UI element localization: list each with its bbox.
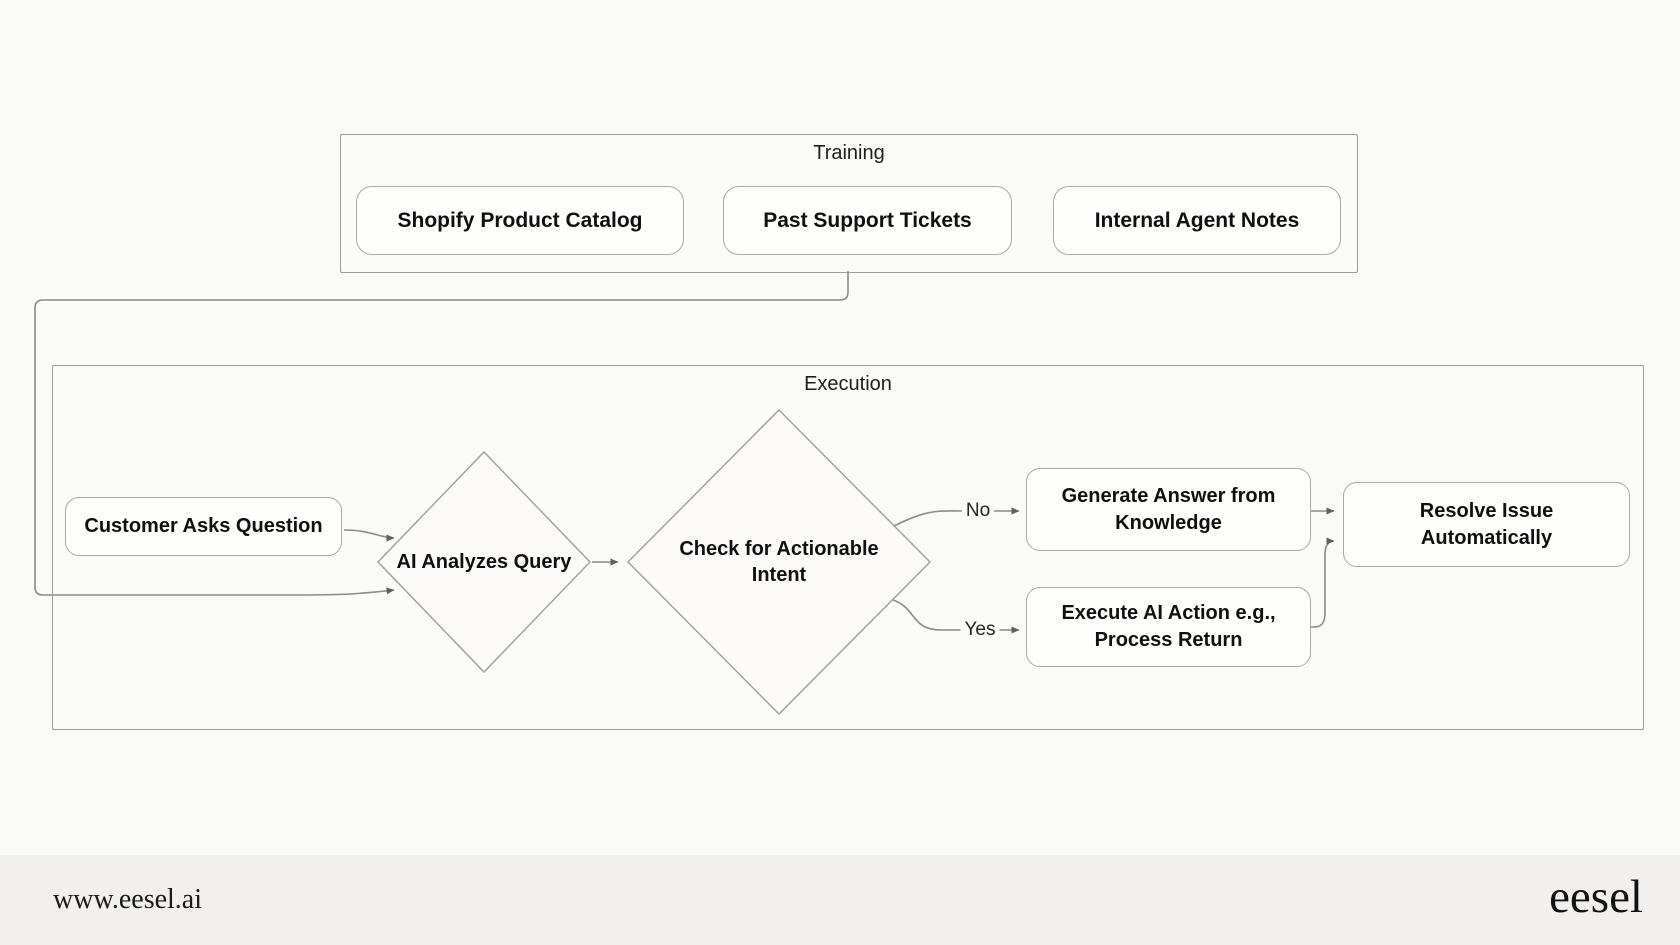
node-label: Customer Asks Question xyxy=(84,515,323,537)
analyze-diamond-label: AI Analyzes Query xyxy=(384,548,584,576)
edge-label-yes: Yes xyxy=(960,619,1000,641)
check-diamond-label: Check for Actionable Intent xyxy=(669,534,889,590)
node-label: Check for Actionable Intent xyxy=(679,538,879,586)
node-label: AI Analyzes Query xyxy=(396,551,572,573)
edge-customer-to-analyze xyxy=(343,529,395,542)
node-generate-answer: Generate Answer from Knowledge xyxy=(1026,468,1311,551)
analyze-diamond-shape xyxy=(376,450,592,674)
node-past-support-tickets: Past Support Tickets xyxy=(723,186,1012,255)
node-label: Internal Agent Notes xyxy=(1094,209,1300,232)
check-diamond-shape xyxy=(626,408,932,716)
training-container: Training xyxy=(340,134,1358,273)
edge-label-no: No xyxy=(961,500,995,522)
node-customer-asks-question: Customer Asks Question xyxy=(65,497,342,556)
node-label: Resolve Issue Automatically xyxy=(1419,499,1554,549)
edge-execute-to-resolve xyxy=(1311,537,1335,628)
footer-bar: www.eesel.ai eesel xyxy=(0,855,1680,945)
execution-container: Execution xyxy=(52,365,1644,730)
node-internal-agent-notes: Internal Agent Notes xyxy=(1053,186,1341,255)
execution-title: Execution xyxy=(804,373,892,395)
node-execute-ai-action: Execute AI Action e.g., Process Return xyxy=(1026,587,1311,667)
eesel-logo: eesel xyxy=(1549,871,1643,923)
training-title: Training xyxy=(813,142,885,164)
node-label: Past Support Tickets xyxy=(763,209,972,232)
node-shopify-product-catalog: Shopify Product Catalog xyxy=(356,186,684,255)
node-label: Shopify Product Catalog xyxy=(397,209,643,232)
edge-training-to-analyze xyxy=(34,271,849,596)
node-label: Generate Answer from Knowledge xyxy=(1061,484,1276,534)
node-resolve-issue: Resolve Issue Automatically xyxy=(1343,482,1630,567)
node-label: Execute AI Action e.g., Process Return xyxy=(1061,602,1276,651)
footer-website-text: www.eesel.ai xyxy=(53,884,203,915)
edge-check-to-execute xyxy=(892,599,1020,634)
